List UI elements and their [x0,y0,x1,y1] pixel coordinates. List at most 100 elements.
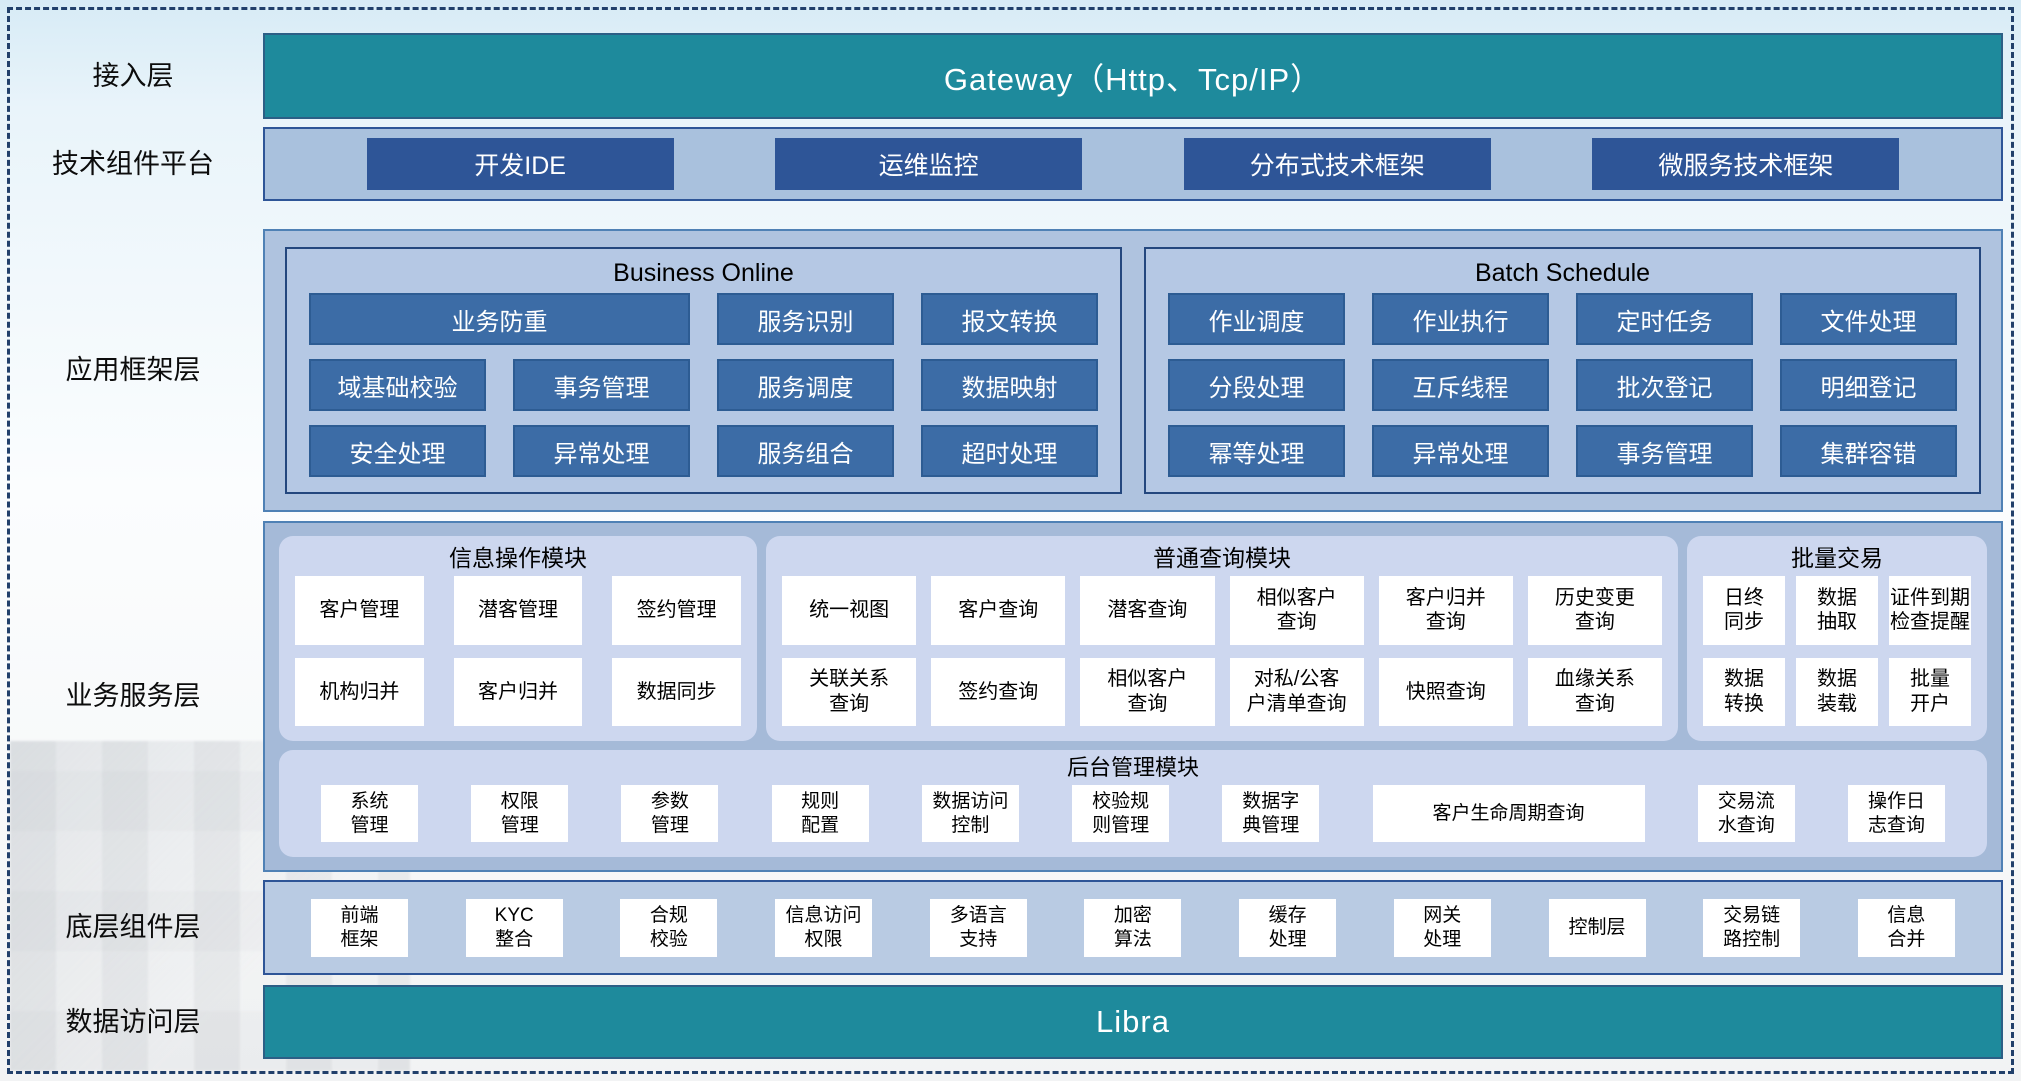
libra-bar: Libra [263,985,2003,1059]
fw-item: 作业执行 [1372,293,1549,345]
service-item: 签约查询 [931,657,1066,726]
service-item: 数据 转换 [1703,657,1785,726]
component-item: 信息访问 权限 [775,898,873,957]
data-access-layer-row: Libra [263,985,2003,1059]
component-item: 多语言 支持 [929,898,1027,957]
fw-item: 文件处理 [1780,293,1957,345]
tech-item-distributed-framework: 分布式技术框架 [1183,138,1491,190]
fw-item: 报文转换 [921,293,1098,345]
tech-item-ops-monitoring: 运维监控 [775,138,1083,190]
info-operation-module: 信息操作模块 客户管理 潜客管理 签约管理 机构归并 客户归并 数据同步 [279,536,757,741]
general-query-module: 普通查询模块 统一视图 客户查询 潜客查询 相似客户 查询 客户归并 查询 历史… [766,536,1678,741]
service-item: 关联关系 查询 [782,657,917,726]
batch-transaction-module: 批量交易 日终 同步 数据 抽取 证件到期 检查提醒 数据 转换 数据 装载 批… [1687,536,1987,741]
service-item: 日终 同步 [1703,576,1785,645]
fw-item: 分段处理 [1168,359,1345,411]
service-item: 历史变更 查询 [1527,576,1662,645]
fw-item: 服务调度 [717,359,894,411]
admin-management-module: 后台管理模块 系统 管理 权限 管理 参数 管理 规则 配置 数据访问 控制 校… [279,750,1987,857]
admin-management-title: 后台管理模块 [1066,755,1199,780]
access-layer-row: Gateway（Http、Tcp/IP） [263,33,2003,119]
fw-item: 异常处理 [1372,425,1549,477]
fw-item: 互斥线程 [1372,359,1549,411]
fw-item: 服务组合 [717,425,894,477]
fw-item: 超时处理 [921,425,1098,477]
batch-schedule-panel: Batch Schedule 作业调度 作业执行 定时任务 文件处理 分段处理 … [1144,247,1981,494]
admin-management-row: 系统 管理 权限 管理 参数 管理 规则 配置 数据访问 控制 校验规 则管理 … [321,783,1945,844]
service-item: 数据 装载 [1796,657,1878,726]
business-online-title: Business Online [613,259,794,287]
component-item: 控制层 [1548,898,1646,957]
service-item: 客户查询 [931,576,1066,645]
fw-item: 安全处理 [309,425,486,477]
service-item: 对私/公客 户清单查询 [1229,657,1364,726]
service-item: 潜客查询 [1080,576,1215,645]
service-item: 机构归并 [295,657,424,726]
service-item: 相似客户 查询 [1229,576,1364,645]
component-item: 网关 处理 [1393,898,1491,957]
layer-label-components: 底层组件层 [65,912,201,942]
info-operation-title: 信息操作模块 [449,545,587,571]
service-item: 权限 管理 [471,785,569,842]
fw-item: 事务管理 [1576,425,1753,477]
service-item: 校验规 则管理 [1072,785,1170,842]
tech-item-microservice-framework: 微服务技术框架 [1592,138,1900,190]
layer-label-data-access: 数据访问层 [65,1007,201,1037]
batch-transaction-grid: 日终 同步 数据 抽取 证件到期 检查提醒 数据 转换 数据 装载 批量 开户 [1703,576,1971,726]
service-item: 血缘关系 查询 [1527,657,1662,726]
components-layer-row: 前端 框架 KYC 整合 合规 校验 信息访问 权限 多语言 支持 加密 算法 … [263,880,2003,975]
component-item: 前端 框架 [311,898,408,957]
fw-item: 服务识别 [717,293,894,345]
fw-item: 批次登记 [1576,359,1753,411]
general-query-title: 普通查询模块 [1153,545,1291,571]
service-layer-top: 信息操作模块 客户管理 潜客管理 签约管理 机构归并 客户归并 数据同步 普通查… [279,536,1987,741]
service-item: 快照查询 [1378,657,1513,726]
fw-item: 数据映射 [921,359,1098,411]
batch-schedule-title: Batch Schedule [1474,259,1651,287]
general-query-grid: 统一视图 客户查询 潜客查询 相似客户 查询 客户归并 查询 历史变更 查询 关… [782,576,1662,726]
component-item: 加密 算法 [1084,898,1182,957]
fw-item: 幂等处理 [1168,425,1345,477]
gateway-bar: Gateway（Http、Tcp/IP） [263,33,2003,119]
service-item: 相似客户 查询 [1080,657,1215,726]
batch-transaction-title: 批量交易 [1791,545,1883,571]
framework-layer-row: Business Online 业务防重 服务识别 报文转换 域基础校验 事务管… [263,229,2003,512]
service-item: 系统 管理 [321,785,418,842]
service-item: 交易流 水查询 [1697,785,1795,842]
service-item: 批量 开户 [1889,657,1971,726]
component-item: KYC 整合 [465,898,563,957]
service-item: 数据字 典管理 [1222,785,1320,842]
service-item: 数据同步 [612,657,741,726]
service-item: 证件到期 检查提醒 [1889,576,1971,645]
business-online-panel: Business Online 业务防重 服务识别 报文转换 域基础校验 事务管… [285,247,1122,494]
service-item: 数据访问 控制 [921,785,1019,842]
fw-item: 业务防重 [309,293,690,345]
fw-item: 异常处理 [513,425,690,477]
service-item: 统一视图 [782,576,917,645]
component-item: 信息 合并 [1857,898,1955,957]
tech-item-dev-ide: 开发IDE [366,138,674,190]
fw-item: 域基础校验 [309,359,486,411]
fw-item: 集群容错 [1780,425,1957,477]
fw-item: 明细登记 [1780,359,1957,411]
service-item: 客户管理 [295,576,424,645]
fw-item: 定时任务 [1576,293,1753,345]
service-item: 规则 配置 [771,785,869,842]
fw-item: 作业调度 [1168,293,1345,345]
component-item: 交易链 路控制 [1703,898,1801,957]
layer-label-service: 业务服务层 [65,681,201,711]
service-item: 数据 抽取 [1796,576,1878,645]
component-item: 缓存 处理 [1239,898,1337,957]
service-layer-row: 信息操作模块 客户管理 潜客管理 签约管理 机构归并 客户归并 数据同步 普通查… [263,521,2003,872]
fw-item: 事务管理 [513,359,690,411]
service-item: 参数 管理 [621,785,719,842]
service-item: 客户归并 查询 [1378,576,1513,645]
service-item: 客户生命周期查询 [1372,785,1645,842]
service-item: 签约管理 [612,576,741,645]
layer-label-tech-platform: 技术组件平台 [52,149,214,179]
layer-label-framework: 应用框架层 [65,355,201,385]
service-item: 潜客管理 [453,576,583,645]
service-item: 客户归并 [453,657,583,726]
service-item: 操作日 志查询 [1847,785,1945,842]
